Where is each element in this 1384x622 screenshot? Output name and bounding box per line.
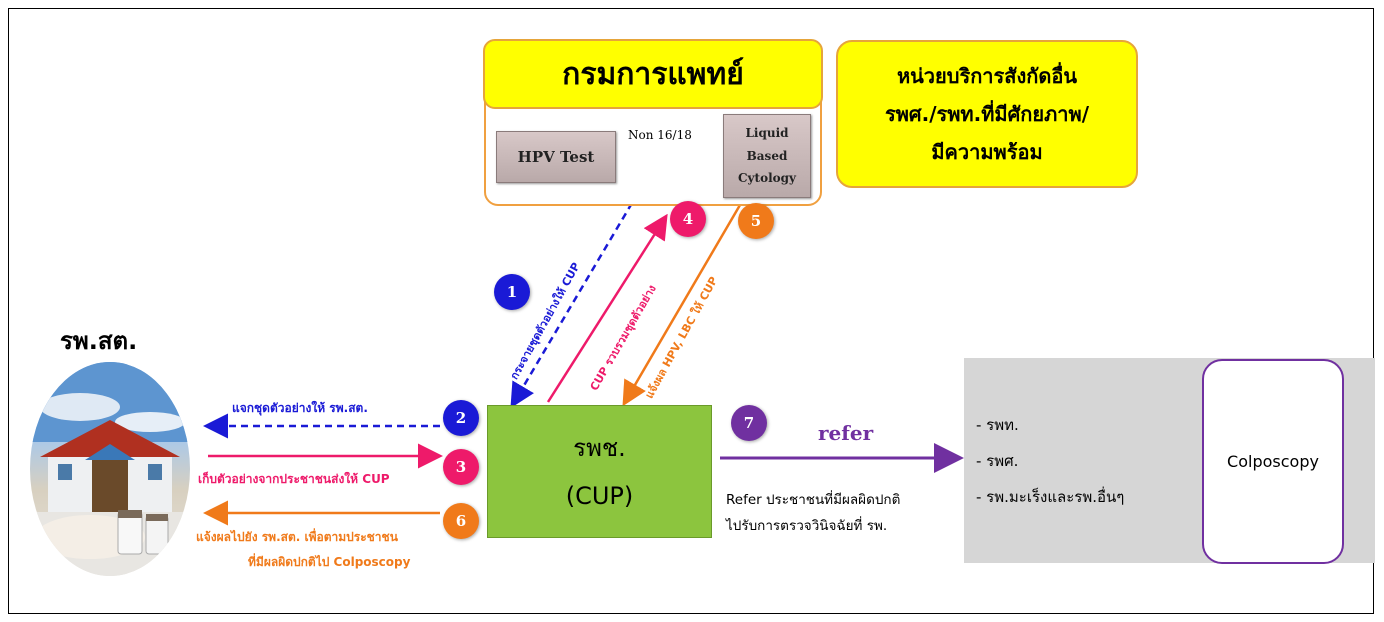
refer-description-line-2: ไปรับการตรวจวินิจฉัยที่ รพ. — [726, 518, 888, 535]
rpst-title: รพ.สต. — [60, 327, 138, 355]
step5-circle: 5 — [738, 203, 774, 239]
other-units-line-1: หน่วยบริการสังกัดอื่น — [896, 64, 1078, 88]
step6-circle: 6 — [443, 503, 479, 539]
step1-arrow — [510, 202, 634, 409]
other-units-line-2: รพศ./รพท.ที่มีศักยภาพ/ — [884, 102, 1090, 126]
hospital-list: - รพท. - รพศ. - รพ.มะเร็งและรพ.อื่นๆ — [976, 407, 1124, 515]
lbc-line-1: Liquid — [745, 125, 789, 140]
hospital-item-2: - รพศ. — [976, 452, 1019, 470]
step5-arrow — [622, 204, 742, 407]
step2-circle: 2 — [443, 400, 479, 436]
hpv-test-box: HPV Test — [496, 131, 616, 183]
step4-arrow — [546, 213, 668, 403]
step6-label-line-1: แจ้งผลไปยัง รพ.สต. เพื่อตามประชาชน — [196, 530, 398, 544]
health-center-photo — [30, 362, 190, 576]
cup-line-1: รพช. — [573, 433, 626, 462]
step4-circle: 4 — [670, 201, 706, 237]
other-units-line-3: มีความพร้อม — [931, 140, 1043, 164]
hospital-item-1: - รพท. — [976, 416, 1019, 434]
lbc-line-2: Based — [746, 148, 788, 163]
lbc-line-3: Cytology — [738, 171, 796, 186]
step2-label: แจกชุดตัวอย่างให้ รพ.สต. — [232, 401, 368, 415]
diagram-frame — [8, 8, 1374, 614]
cup-box: รพช. (CUP) — [487, 405, 712, 538]
hospital-item-3: - รพ.มะเร็งและรพ.อื่นๆ — [976, 488, 1125, 506]
lbc-box: Liquid Based Cytology — [723, 114, 811, 198]
step7-circle: 7 — [731, 405, 767, 441]
dms-title: กรมการแพทย์ — [483, 39, 823, 109]
refer-label: refer — [818, 421, 874, 445]
cup-line-2: (CUP) — [565, 481, 634, 510]
step3-circle: 3 — [443, 449, 479, 485]
other-units-box: หน่วยบริการสังกัดอื่น รพศ./รพท.ที่มีศักย… — [836, 40, 1138, 188]
non-16-18-label: Non 16/18 — [628, 128, 692, 142]
step1-circle: 1 — [494, 274, 530, 310]
colposcopy-box: Colposcopy — [1202, 359, 1344, 564]
step3-label: เก็บตัวอย่างจากประชาชนส่งให้ CUP — [198, 472, 390, 486]
refer-description: Refer ประชาชนที่มีผลผิดปกติ ไปรับการตรวจ… — [726, 487, 900, 540]
step6-label-line-2: ที่มีผลผิดปกติไป Colposcopy — [248, 555, 411, 569]
health-center-illustration — [30, 362, 190, 576]
refer-description-line-1: Refer ประชาชนที่มีผลผิดปกติ — [726, 492, 901, 508]
